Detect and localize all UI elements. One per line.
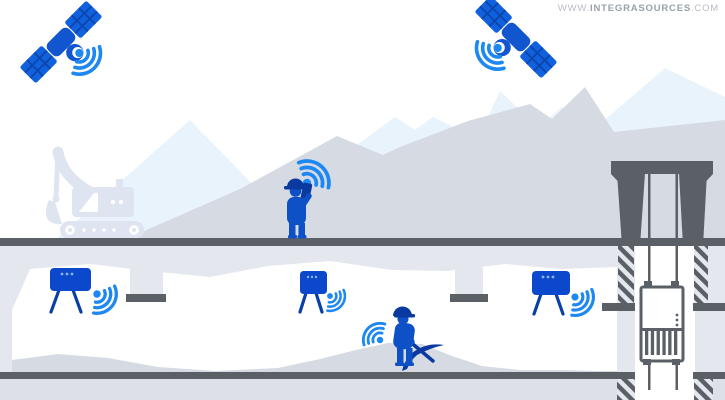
elevator-cage	[639, 281, 685, 365]
satellite-icon	[20, 1, 124, 105]
mountain-range-gray	[110, 87, 725, 246]
bedrock-strip	[0, 379, 725, 400]
watermark-name: INTEGRASOURCES	[590, 3, 691, 14]
tunnel-floor-mounds	[12, 343, 617, 372]
support-pillar-1	[126, 246, 166, 302]
satellite-icon	[453, 0, 557, 100]
shaft-wall-right	[694, 246, 708, 304]
website-watermark: WWW.INTEGRASOURCES.COM	[558, 3, 719, 14]
tunnel-floor-line-left	[0, 372, 635, 379]
surveyor-with-receiver-icon	[284, 151, 338, 239]
tripod-beacon-icon	[298, 271, 352, 317]
excavator-icon	[45, 146, 144, 239]
surface-ground-line	[0, 238, 725, 246]
shaft-wall-left	[618, 246, 634, 304]
miner-with-pickaxe-icon	[356, 306, 444, 371]
shaft-wall-lower-left	[617, 379, 635, 400]
shaft-ledge-right	[693, 303, 725, 311]
watermark-suffix: .COM	[690, 3, 719, 14]
tripod-beacon-icon	[49, 268, 125, 321]
shaft-ledge-left	[602, 303, 635, 311]
mine-elevator-icon	[611, 161, 713, 390]
tunnel-floor-line-right	[693, 372, 725, 379]
tripod-beacon-icon	[532, 271, 602, 323]
shaft-wall-lower-right	[694, 379, 713, 400]
support-pillar-2	[450, 246, 488, 302]
watermark-prefix: WWW.	[557, 3, 591, 14]
